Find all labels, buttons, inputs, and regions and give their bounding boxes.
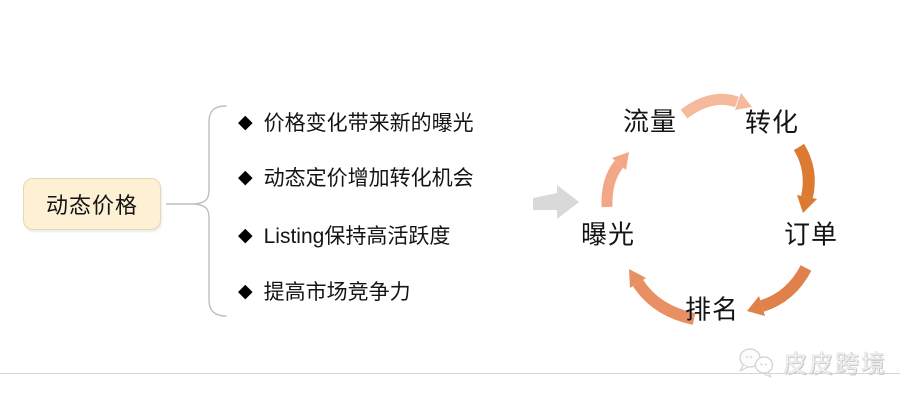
cycle-node-exposure: 曝光 <box>580 219 636 250</box>
cycle-arrowhead-traffic-to-conversion <box>735 93 752 110</box>
bullet-item: ◆ 提高市场竞争力 <box>238 277 411 305</box>
diamond-bullet-icon: ◆ <box>238 111 253 133</box>
cycle-arrow-traffic-to-conversion <box>680 93 739 119</box>
bullet-label: 价格变化带来新的曝光 <box>263 112 474 135</box>
root-topic-label: 动态价格 <box>45 193 138 218</box>
cycle-arrowhead-exposure-to-traffic <box>612 152 629 170</box>
bullet-item: ◆ 价格变化带来新的曝光 <box>238 108 474 136</box>
diamond-bullet-icon: ◆ <box>238 224 253 246</box>
cycle-arrowhead-rank-to-exposure <box>629 269 646 288</box>
diamond-bullet-icon: ◆ <box>238 166 253 188</box>
bullet-item: ◆ 动态定价增加转化机会 <box>238 163 474 191</box>
cycle-arrow-rank-to-exposure <box>632 279 696 325</box>
cycle-node-rank: 排名 <box>684 294 740 325</box>
wechat-icon <box>739 347 774 378</box>
cycle-arrow-exposure-to-traffic <box>601 160 624 208</box>
bullet-item: ◆ Listing保持高活跃度 <box>238 221 450 249</box>
bullet-label: 提高市场竞争力 <box>263 281 411 304</box>
right-block-arrow-icon <box>533 185 579 219</box>
cycle-arrow-order-to-rank <box>760 265 812 312</box>
diamond-bullet-icon: ◆ <box>238 280 253 302</box>
cycle-node-order: 订单 <box>783 219 839 250</box>
cycle-arrow-conversion-to-order <box>793 143 815 199</box>
curly-brace <box>193 105 227 317</box>
bottom-divider-line <box>0 373 900 374</box>
cycle-arrowhead-conversion-to-order <box>797 195 817 213</box>
cycle-arrowhead-order-to-rank <box>747 296 765 316</box>
cycle-node-conversion: 转化 <box>744 107 800 138</box>
bullet-label: 动态定价增加转化机会 <box>263 167 474 190</box>
root-topic-box: 动态价格 <box>23 178 161 230</box>
cycle-node-traffic: 流量 <box>622 106 678 137</box>
bullet-label: Listing保持高活跃度 <box>263 225 451 248</box>
